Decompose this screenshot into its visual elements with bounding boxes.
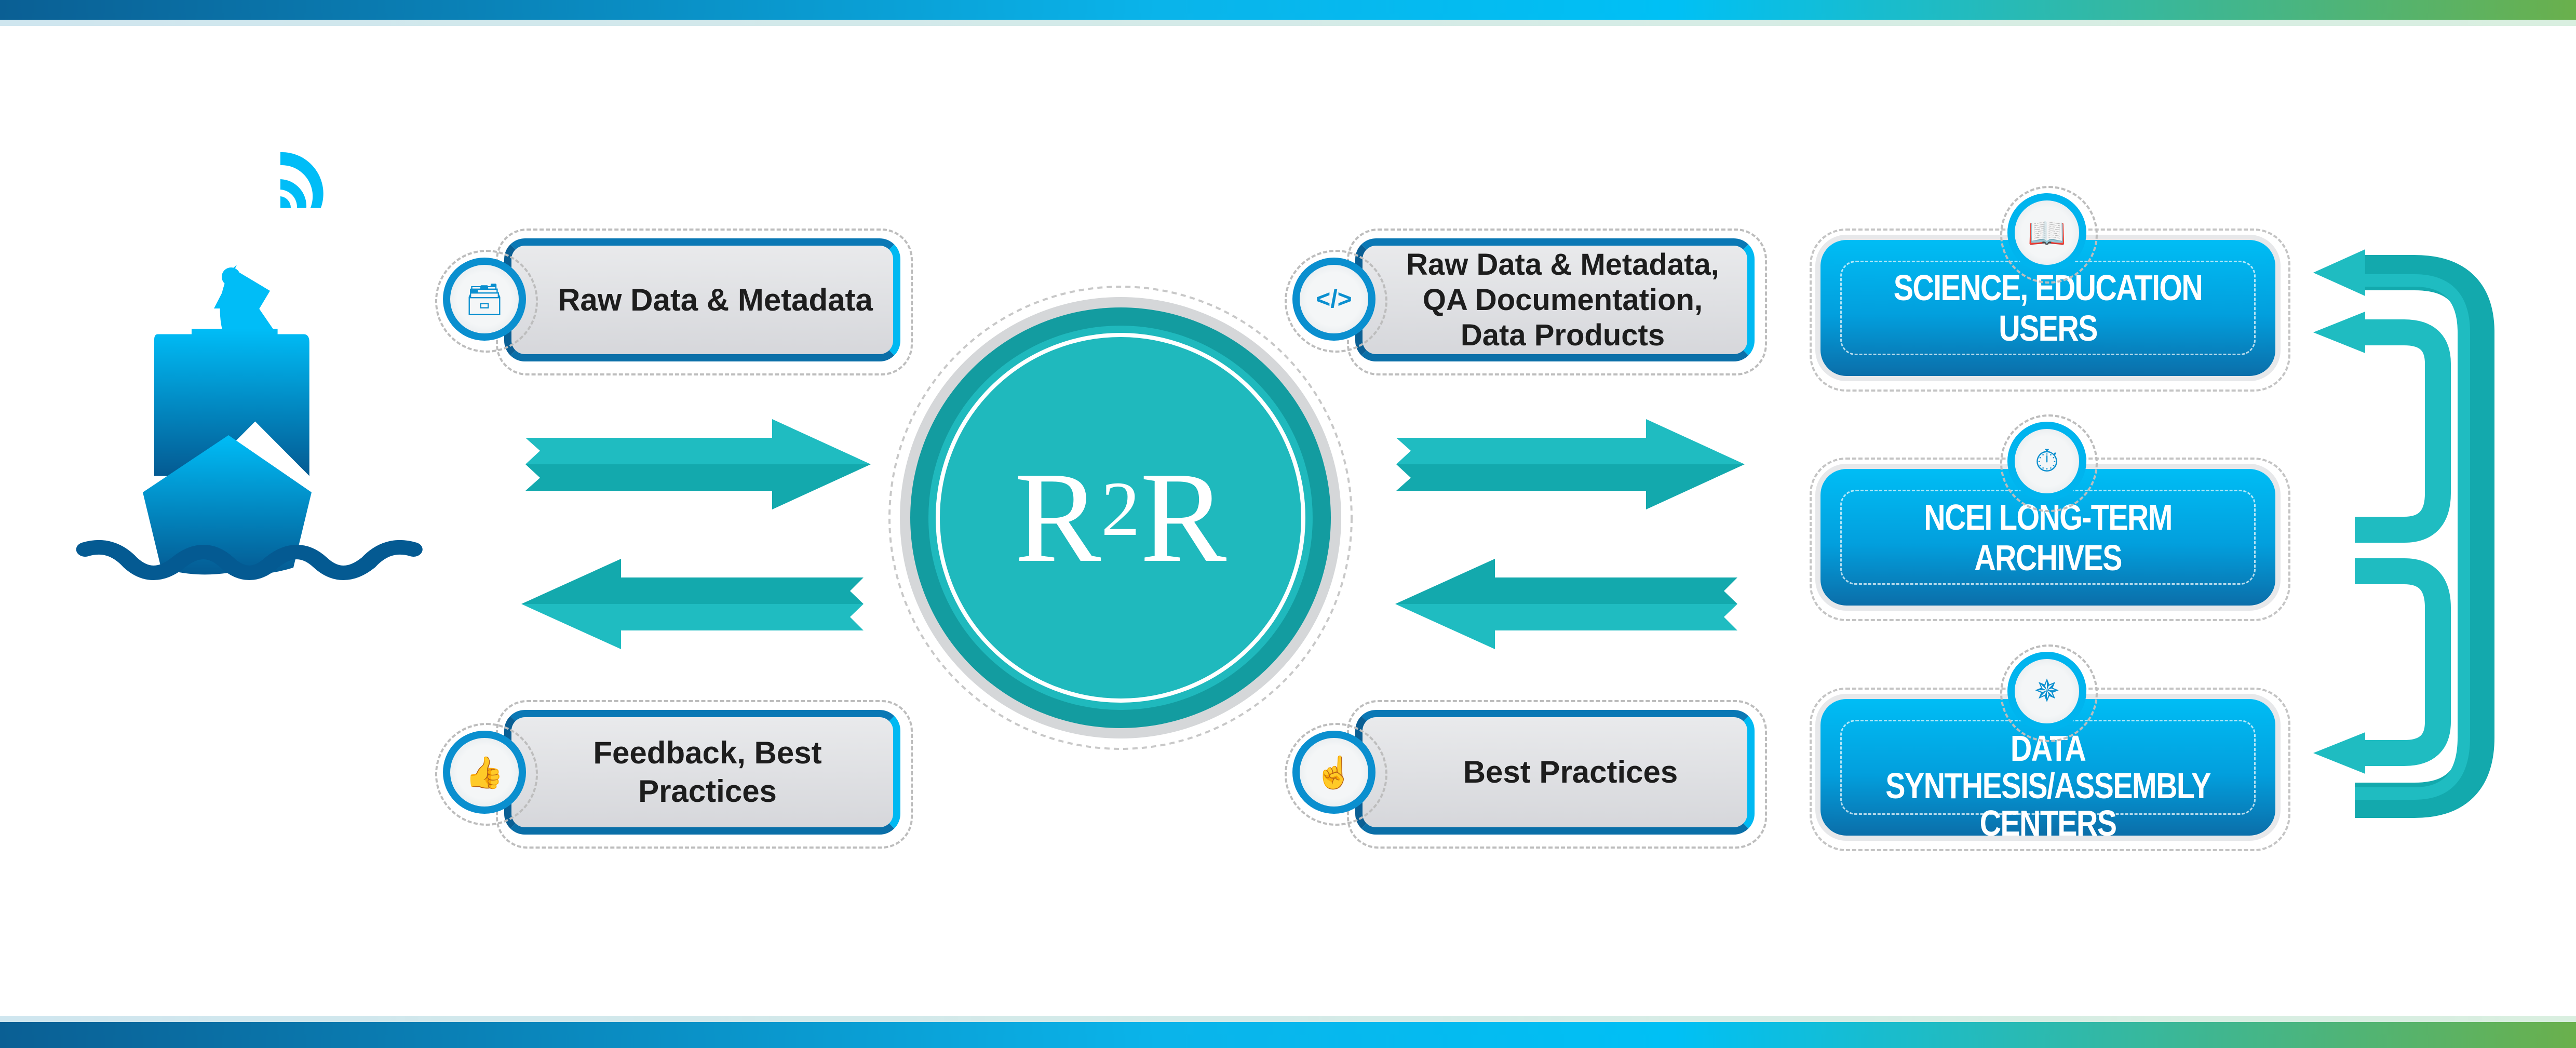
icon-ring: [1285, 723, 1387, 826]
pointing-hand-icon: ☝: [1292, 731, 1375, 814]
arrow-r2r-to-ship: [521, 559, 864, 649]
arrow-r2r-to-users: [1396, 419, 1745, 509]
bottom-banner-accent: [0, 1016, 2576, 1022]
ncei-archives-box: NCEI LONG-TERM ARCHIVES: [1820, 469, 2275, 606]
reader-icon: 📖: [2007, 193, 2086, 272]
top-banner-bar: [0, 0, 2576, 20]
ship-hull: [76, 329, 423, 580]
thumbs-up-stars-icon: 👍: [443, 731, 526, 814]
r2r-logo-text: R2R: [1014, 446, 1227, 589]
bottom-banner-bar: [0, 1022, 2576, 1048]
feedback-best-practices-box: Feedback, Best Practices: [504, 710, 900, 835]
raw-data-metadata-box: Raw Data & Metadata: [504, 238, 900, 361]
clock-arrow-icon: ⏱: [2007, 422, 2086, 501]
raw-data-qa-products-box: Raw Data & Metadata, QA Documentation, D…: [1355, 238, 1755, 361]
icon-ring: [435, 250, 538, 353]
best-practices-box: Best Practices: [1355, 710, 1755, 835]
arrow-ship-to-r2r: [525, 419, 871, 509]
database-merge-icon: 🗃: [443, 258, 526, 341]
feedback-arrows: [2313, 249, 2494, 818]
icon-ring: [2000, 414, 2098, 512]
top-banner-accent: [0, 20, 2576, 26]
network-chart-icon: ✵: [2007, 652, 2086, 731]
code-window-icon: </>: [1292, 258, 1375, 341]
r2r-circle: [888, 286, 1353, 750]
icon-ring: [1285, 250, 1387, 353]
icon-ring: [2000, 186, 2098, 284]
icon-ring: [2000, 644, 2098, 742]
icon-ring: [435, 723, 538, 826]
arrow-users-to-r2r: [1395, 559, 1737, 649]
